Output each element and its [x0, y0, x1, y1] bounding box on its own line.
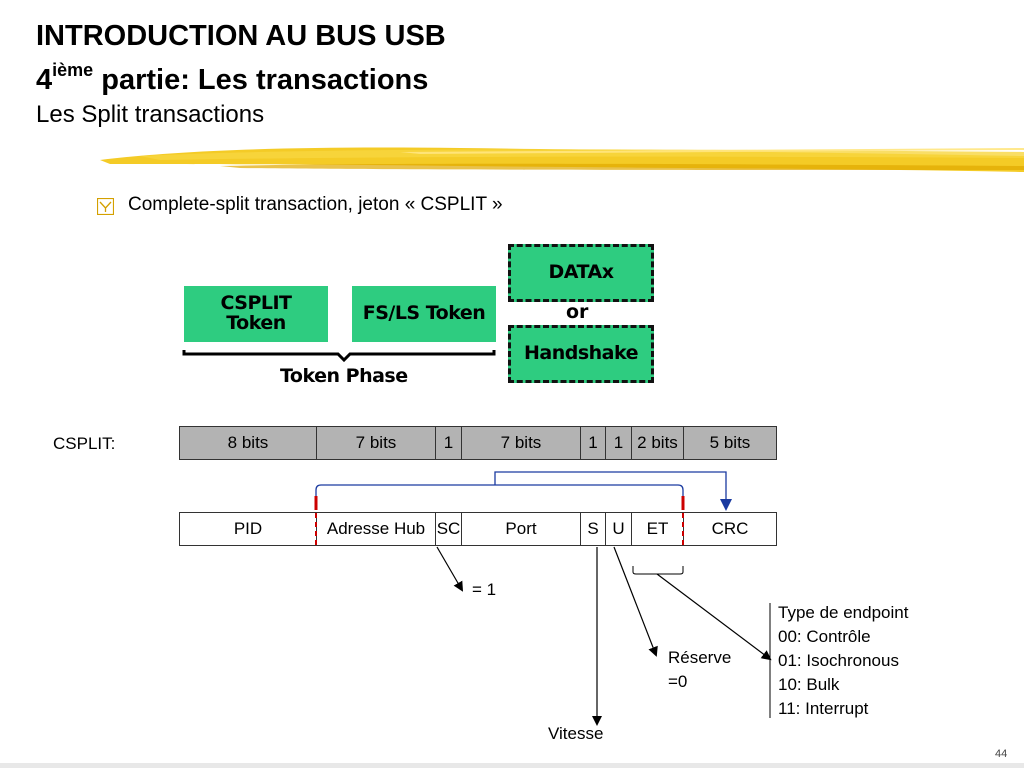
- bullet-text: Complete-split transaction, jeton « CSPL…: [128, 194, 503, 215]
- token-phase-label: Token Phase: [280, 365, 408, 387]
- page-subtitle: 4ième partie: Les transactions: [36, 60, 428, 97]
- page-number: 44: [995, 748, 1008, 760]
- reserve-line2: =0: [668, 672, 688, 691]
- token-phase-brace: [182, 350, 496, 363]
- vitesse-note: Vitesse: [548, 724, 604, 743]
- et-type-control: 00: Contrôle: [778, 627, 871, 646]
- field-et: ET: [632, 513, 684, 545]
- sc-value-note: = 1: [472, 580, 497, 599]
- bits-cell-port: 7 bits: [462, 427, 581, 459]
- checkbox-bullet-icon: [97, 198, 114, 215]
- subtitle-number: 4: [36, 64, 53, 96]
- field-pid: PID: [180, 513, 317, 545]
- field-s: S: [581, 513, 606, 545]
- section-heading: Les Split transactions: [36, 101, 265, 128]
- bits-cell-et: 2 bits: [632, 427, 684, 459]
- bits-cell-hub-address: 7 bits: [317, 427, 436, 459]
- bits-cell-crc: 5 bits: [709, 433, 751, 452]
- reserve-line1: Réserve: [668, 648, 732, 667]
- field-port: Port: [462, 513, 581, 545]
- u-arrow: [613, 546, 658, 657]
- datax-box: DATAx: [508, 244, 654, 302]
- bits-cell-pid: 8 bits: [180, 427, 317, 459]
- csplit-token-line2: Token: [226, 312, 286, 334]
- endpoint-type-list: Type de endpoint 00: Contrôle 01: Isochr…: [778, 601, 908, 721]
- reserve-note: Réserve =0: [668, 646, 731, 694]
- fsls-token-box: FS/LS Token: [352, 286, 496, 342]
- et-type-bulk: 10: Bulk: [778, 675, 840, 694]
- bits-cell-s: 1: [581, 427, 606, 459]
- csplit-token-line1: CSPLIT: [220, 292, 292, 315]
- bits-cell-sc: 1: [436, 427, 462, 459]
- subtitle-rest: partie: Les transactions: [93, 64, 429, 96]
- brush-stroke-decoration: [100, 147, 1024, 172]
- or-label: or: [566, 301, 589, 323]
- sc-arrow: [436, 546, 464, 592]
- footer-bar: [0, 763, 1024, 768]
- packet-row-label: CSPLIT:: [53, 434, 116, 453]
- page-title: INTRODUCTION AU BUS USB: [36, 20, 446, 52]
- crc-arrow: [494, 471, 732, 511]
- subtitle-superscript: ième: [52, 60, 94, 80]
- field-sc: SC: [436, 513, 462, 545]
- et-type-interrupt: 11: Interrupt: [778, 699, 869, 718]
- bits-cell-u: 1: [606, 427, 632, 459]
- et-type-heading: Type de endpoint: [778, 603, 909, 622]
- crc-coverage-bracket: [315, 484, 684, 503]
- handshake-box: Handshake: [508, 325, 654, 383]
- et-brace: [632, 566, 684, 575]
- field-u: U: [606, 513, 632, 545]
- field-crc: CRC: [711, 519, 749, 538]
- et-type-isochronous: 01: Isochronous: [778, 651, 899, 670]
- bits-row: 8 bits 7 bits 1 7 bits 1 1 2 bits 5 bits: [179, 426, 777, 460]
- field-hub-address: Adresse Hub: [317, 513, 436, 545]
- fields-row: PID Adresse Hub SC Port S U ET CRC: [179, 512, 777, 546]
